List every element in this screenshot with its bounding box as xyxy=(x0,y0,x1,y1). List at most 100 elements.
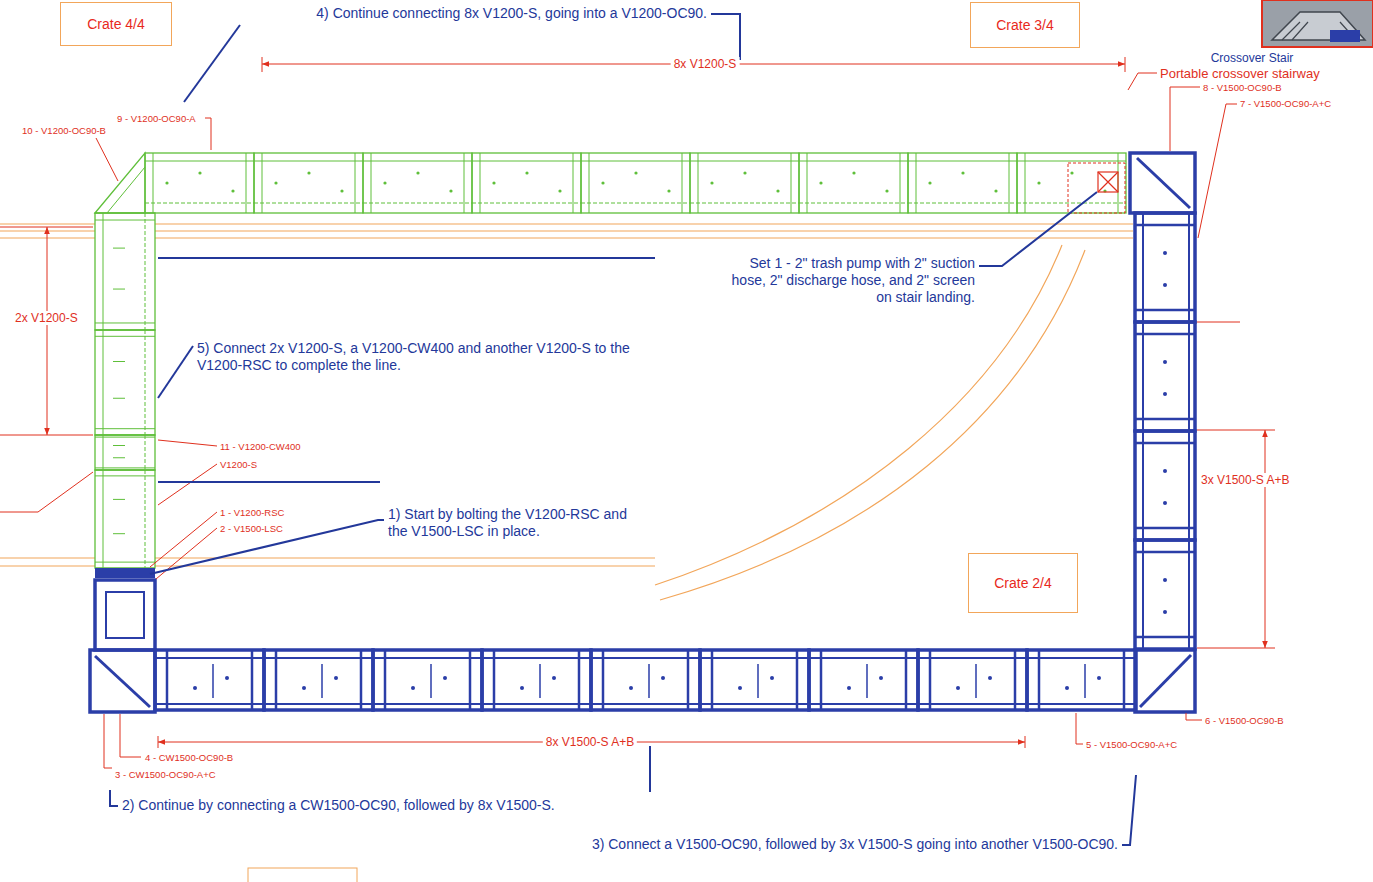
dimension-label: 8x V1200-S xyxy=(671,57,740,71)
callout-leader xyxy=(150,520,384,574)
dimension-tick xyxy=(1025,736,1026,748)
part-label: 3 - CW1500-OC90-A+C xyxy=(115,769,216,780)
dimension-label: 8x V1500-S A+B xyxy=(543,735,637,749)
stair-photo-figure xyxy=(1330,30,1360,42)
leader-line xyxy=(104,714,112,768)
blue-corner xyxy=(1135,650,1195,712)
blue-panel xyxy=(482,650,591,710)
blue-corner-line xyxy=(1140,655,1191,707)
dimension-label: 3x V1500-S A+B xyxy=(1198,473,1292,487)
photo-caption: Crossover Stair xyxy=(1211,51,1294,65)
lsc-piece xyxy=(95,580,155,650)
leader-line xyxy=(0,472,93,512)
leader-line xyxy=(1186,713,1202,720)
leader-line xyxy=(1128,73,1157,90)
blue-panel xyxy=(373,650,482,710)
dimensions xyxy=(0,57,1275,748)
green-panel xyxy=(95,470,155,568)
leader-line xyxy=(120,714,141,757)
green-panel xyxy=(690,153,799,213)
part-label: 1 - V1200-RSC xyxy=(220,507,284,518)
part-label: 8 - V1500-OC90-B xyxy=(1203,82,1282,93)
blue-panel xyxy=(1027,650,1136,710)
green-panel xyxy=(254,153,363,213)
leader-line xyxy=(1076,713,1083,744)
crate-label: Crate 3/4 xyxy=(996,17,1054,33)
dimension-line xyxy=(1265,430,1266,648)
blue-corner xyxy=(90,650,155,712)
crate-box-empty xyxy=(248,868,357,882)
part-label: 2 - V1500-LSC xyxy=(220,523,283,534)
site-arc xyxy=(655,245,1062,585)
blue-corner-line xyxy=(95,656,150,707)
callout-leader xyxy=(158,346,193,398)
callout-leader xyxy=(110,790,118,806)
blue-corner-line xyxy=(1137,158,1190,208)
crate-box: Crate 3/4 xyxy=(970,2,1080,48)
part-label: 5 - V1500-OC90-A+C xyxy=(1086,739,1177,750)
leader-line xyxy=(150,512,217,567)
dimension-label: 2x V1200-S xyxy=(12,311,81,325)
crate-label: Crate 4/4 xyxy=(87,16,145,32)
part-label: 4 - CW1500-OC90-B xyxy=(145,752,233,763)
part-label: V1200-S xyxy=(220,459,257,470)
dimension-tick xyxy=(262,57,263,72)
blue-corner xyxy=(1130,153,1195,213)
part-label: 7 - V1500-OC90-A+C xyxy=(1240,98,1331,109)
leader-line xyxy=(1170,87,1200,151)
site-lines xyxy=(0,224,1133,600)
part-label: 10 - V1200-OC90-B xyxy=(22,125,106,136)
green-panel xyxy=(908,153,1017,213)
leader-line xyxy=(1198,104,1237,238)
green-corner xyxy=(95,153,145,213)
dimension-line xyxy=(47,227,48,435)
blue-panel xyxy=(1135,431,1195,540)
blue-panel xyxy=(591,650,700,710)
step-callout: 1) Start by bolting the V1200-RSC and th… xyxy=(388,506,650,540)
lsc-inner xyxy=(106,592,144,638)
dimension-tick xyxy=(158,736,159,748)
part-label: 9 - V1200-OC90-A xyxy=(117,113,196,124)
pump-symbol xyxy=(1098,172,1118,192)
pump-symbol-cross xyxy=(1098,172,1118,192)
part-label: Portable crossover stairway xyxy=(1160,66,1320,82)
leader-line xyxy=(158,440,217,446)
green-panel xyxy=(472,153,581,213)
stair-photo xyxy=(1262,0,1373,47)
stair-area xyxy=(1068,163,1125,213)
blue-panel xyxy=(700,650,809,710)
rsc-bar xyxy=(95,568,155,578)
green-panel xyxy=(145,153,254,213)
callout-leader xyxy=(979,192,1097,266)
leader-line xyxy=(158,464,217,505)
note-callout: Set 1 - 2" trash pump with 2" suction ho… xyxy=(713,255,975,305)
step-callout: 5) Connect 2x V1200-S, a V1200-CW400 and… xyxy=(197,340,642,374)
part-label: 11 - V1200-CW400 xyxy=(220,441,301,452)
part-label: 6 - V1500-OC90-B xyxy=(1205,715,1284,726)
blue-panel xyxy=(1135,540,1195,649)
dimension-tick xyxy=(0,227,93,228)
green-panel xyxy=(95,435,155,470)
leader-line xyxy=(96,138,118,181)
green-panel xyxy=(363,153,472,213)
blue-panel xyxy=(1135,322,1195,431)
callout-leader xyxy=(649,746,651,792)
crate-box: Crate 2/4 xyxy=(968,553,1078,613)
blue-panel xyxy=(155,650,264,710)
leader-line xyxy=(1197,322,1240,323)
callout-leader xyxy=(711,14,740,60)
green-corner-line xyxy=(107,167,145,213)
leader-line xyxy=(205,118,211,150)
site-arc xyxy=(660,250,1085,600)
dimension-tick xyxy=(0,435,93,436)
green-panel xyxy=(581,153,690,213)
green-panel xyxy=(95,330,155,435)
blue-panel xyxy=(809,650,918,710)
step-callout: 4) Continue connecting 8x V1200-S, going… xyxy=(316,5,707,22)
site-line xyxy=(0,224,1133,238)
step-callout: 3) Connect a V1500-OC90, followed by 3x … xyxy=(592,836,1118,853)
blue-panel xyxy=(264,650,373,710)
callout-leader xyxy=(1122,775,1136,845)
callout-bracket xyxy=(158,258,655,482)
dimension-tick xyxy=(1125,57,1126,72)
